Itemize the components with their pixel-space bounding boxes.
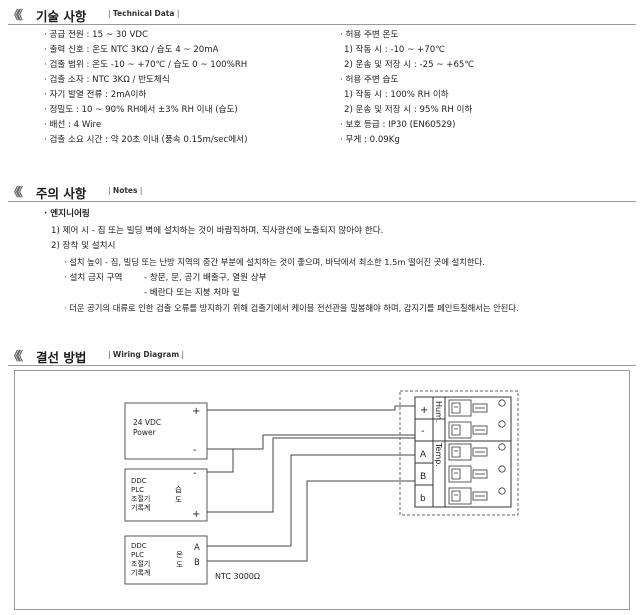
- wiring-section: 《《 결선 방법 | Wiring Diagram |: [8, 347, 636, 366]
- temp-box-line-4: 기록계: [131, 568, 150, 577]
- screw-icon: [498, 399, 506, 407]
- temp-a-label: A: [194, 543, 200, 553]
- humidity-controller-box: DDC PLC 조절기 기록계 습 도 - +: [124, 468, 208, 522]
- technical-data-title: 기술 사항: [36, 9, 87, 24]
- hum-minus-label: -: [193, 468, 197, 479]
- terminal-b-lower: b: [420, 494, 426, 504]
- screw-icon: [498, 443, 506, 451]
- terminal-minus: -: [421, 426, 425, 437]
- temp-box-line-1: DDC: [131, 542, 147, 550]
- terminal-plus: +: [420, 405, 428, 416]
- sensor-terminal-block: + - A B b Hum. Temp.: [399, 390, 519, 516]
- power-minus-label: -: [193, 445, 197, 456]
- spec-line: · 공급 전원 : 15 ~ 30 VDC: [44, 30, 148, 40]
- hum-box-line-3: 조절기: [131, 494, 150, 503]
- notes-sub-2-line-2: - 베란다 또는 지붕 처마 밑: [144, 288, 240, 298]
- humidity-label: Hum.: [434, 401, 443, 422]
- sensor-housing-outline: [399, 390, 519, 516]
- technical-data-section: 《《 기술 사항 | Technical Data |: [8, 6, 636, 25]
- temperature-label: Temp.: [434, 442, 443, 467]
- wire-temp-a: [207, 454, 415, 547]
- spec-line: · 검출 범위 : 온도 -10 ~ +70℃ / 습도 0 ~ 100%RH: [44, 60, 248, 70]
- wire-hum-minus-link: [207, 448, 234, 473]
- chevron-double-left-icon: 《《: [8, 185, 23, 199]
- spec-line: · 배선 : 4 Wire: [44, 120, 102, 130]
- hum-plus-label: +: [192, 509, 200, 520]
- technical-data-header: 《《 기술 사항 | Technical Data |: [8, 6, 636, 25]
- power-plus-label: +: [192, 406, 200, 417]
- wire-hum-plus: [207, 437, 415, 513]
- hum-box-line-2: PLC: [131, 486, 144, 494]
- spec-line: · 검출 소자 : NTC 3KΩ / 반도체식: [44, 75, 170, 85]
- wire-power-minus: [207, 434, 415, 450]
- notes-heading: · 엔지니어링: [44, 209, 90, 219]
- wiring-diagram: 24 VDC Power + - DDC PLC 조절기 기록계 습 도 - +…: [124, 390, 519, 585]
- screw-icon: [498, 487, 506, 495]
- notes-item-2: 2) 장착 및 설치시: [51, 241, 116, 251]
- notes-header: 《《 주의 사항 | Notes |: [8, 183, 636, 202]
- spec-line: · 허용 주변 습도: [340, 75, 399, 85]
- screw-icon: [498, 420, 506, 428]
- spec-line: 2) 운송 및 저장 시 : 95% RH 이하: [344, 105, 473, 115]
- power-box: 24 VDC Power + -: [124, 402, 208, 460]
- temp-box-tag-1: 온: [176, 550, 183, 559]
- temp-box-line-3: 조절기: [131, 559, 150, 568]
- screw-clamps: [448, 399, 506, 505]
- hum-box-tag-1: 습: [175, 485, 182, 494]
- wires: [207, 405, 415, 562]
- spec-line: · 허용 주변 온도: [340, 30, 399, 40]
- notes-title: 주의 사항: [36, 186, 87, 201]
- power-box-line-2: Power: [133, 428, 157, 437]
- temp-box-tag-2: 도: [176, 560, 183, 569]
- spec-line: · 검출 소요 시간 : 약 20초 이내 (풍속 0.15m/sec에서): [44, 135, 248, 145]
- temp-box-line-2: PLC: [131, 551, 144, 559]
- wiring-title: 결선 방법: [36, 350, 87, 365]
- wire-power-plus: [207, 405, 415, 411]
- spec-line: · 무게 : 0.09Kg: [340, 135, 400, 145]
- technical-data-subtitle: | Technical Data |: [108, 9, 180, 18]
- hum-box-tag-2: 도: [175, 495, 182, 504]
- spec-line: 1) 작동 시 : 100% RH 이하: [344, 90, 449, 100]
- screw-icon: [498, 465, 506, 473]
- temperature-controller-box: DDC PLC 조절기 기록계 온 도 A B: [124, 535, 208, 585]
- spec-line: · 정밀도 : 10 ~ 90% RH에서 ±3% RH 이내 (습도): [44, 105, 238, 115]
- notes-sub-1: · 설치 높이 - 집, 빌딩 또는 난방 지역의 중간 부분에 설치하는 것이…: [64, 257, 485, 267]
- chevron-double-left-icon: 《《: [8, 349, 23, 363]
- chevron-double-left-icon: 《《: [8, 8, 23, 22]
- ntc-label: NTC 3000Ω: [215, 572, 260, 581]
- wire-temp-b: [207, 480, 415, 562]
- spec-line: 1) 작동 시 : -10 ~ +70℃: [344, 45, 445, 55]
- notes-section: 《《 주의 사항 | Notes |: [8, 183, 636, 202]
- hum-box-line-4: 기록계: [131, 503, 150, 512]
- spec-line: 2) 운송 및 저장 시 : -25 ~ +65℃: [344, 60, 475, 70]
- notes-sub-2-line-1: - 창문, 문, 공기 배출구, 열원 상부: [144, 273, 267, 283]
- spec-line: · 출력 신호 : 온도 NTC 3KΩ / 습도 4 ~ 20mA: [44, 45, 219, 55]
- temp-b-label: B: [194, 558, 200, 568]
- wiring-header: 《《 결선 방법 | Wiring Diagram |: [8, 347, 636, 366]
- power-box-line-1: 24 VDC: [133, 418, 161, 427]
- notes-item-1: 1) 제어 시 - 집 또는 빌딩 벽에 설치하는 것이 바람직하며, 직사광선…: [51, 226, 384, 236]
- wiring-diagram-frame: 24 VDC Power + - DDC PLC 조절기 기록계 습 도 - +…: [14, 370, 630, 610]
- spec-line: · 자기 발열 전류 : 2mA이하: [44, 90, 147, 100]
- notes-sub-2-label: · 설치 금지 구역: [64, 273, 123, 283]
- notes-subtitle: | Notes |: [108, 186, 143, 195]
- hum-box-line-1: DDC: [131, 477, 147, 485]
- wiring-subtitle: | Wiring Diagram |: [108, 350, 185, 359]
- terminal-a: A: [420, 450, 427, 460]
- terminal-b-upper: B: [420, 472, 426, 482]
- spec-line: · 보호 등급 : IP30 (EN60529): [340, 120, 456, 130]
- notes-sub-3: · 더운 공기의 대류로 인한 검출 오류를 방지하기 위해 검출기에서 케이블…: [64, 303, 519, 313]
